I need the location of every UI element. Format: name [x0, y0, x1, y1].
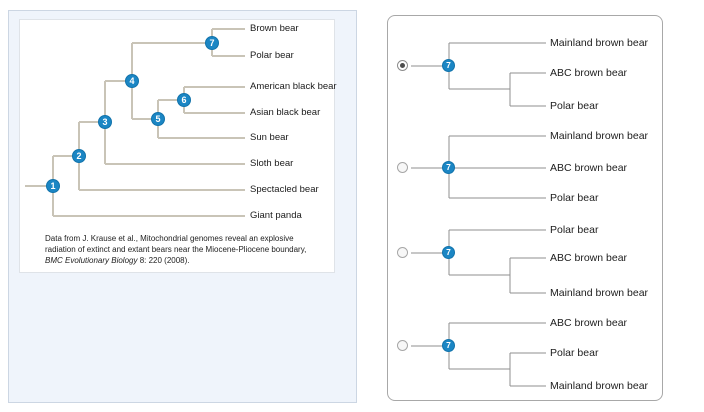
- option-1-leaf-1: Mainland brown bear: [550, 37, 649, 49]
- leaf-spectacled-bear: Spectacled bear: [250, 184, 319, 195]
- option-4-node-7-badge: 7: [442, 339, 455, 352]
- tree-node-1-badge: 1: [46, 179, 60, 193]
- tree-node-7-badge: 7: [205, 36, 219, 50]
- option-3-node-7-badge: 7: [442, 246, 455, 259]
- figure-citation: Data from J. Krause et al., Mitochondria…: [45, 233, 337, 266]
- option-4-leaf-3: Mainland brown bear: [550, 380, 649, 392]
- option-3-leaf-3: Mainland brown bear: [550, 287, 649, 299]
- citation-line-2: radiation of extinct and extant bears ne…: [45, 245, 307, 254]
- option-1-radio-dot: [400, 63, 405, 68]
- leaf-brown-bear: Brown bear: [250, 23, 299, 34]
- leaf-american-black-bear: American black bear: [250, 81, 337, 92]
- option-1-leaf-2: ABC brown bear: [550, 67, 628, 79]
- option-3-radio[interactable]: [397, 247, 408, 258]
- option-2-node-7-badge: 7: [442, 161, 455, 174]
- option-3-leaf-1: Polar bear: [550, 224, 599, 236]
- tree-node-6-badge: 6: [177, 93, 191, 107]
- option-4-radio[interactable]: [397, 340, 408, 351]
- citation-journal-name: BMC Evolutionary Biology: [45, 256, 138, 265]
- tree-node-3-badge: 3: [98, 115, 112, 129]
- citation-line-1: Data from J. Krause et al., Mitochondria…: [45, 234, 294, 243]
- option-2-leaf-2: ABC brown bear: [550, 162, 628, 174]
- tree-node-5-badge: 5: [151, 112, 165, 126]
- option-1-node-7-badge: 7: [442, 59, 455, 72]
- leaf-giant-panda: Giant panda: [250, 210, 302, 221]
- leaf-polar-bear: Polar bear: [250, 50, 294, 61]
- option-4-leaf-1: ABC brown bear: [550, 317, 628, 329]
- option-2-leaf-3: Polar bear: [550, 192, 599, 204]
- option-2-leaf-1: Mainland brown bear: [550, 130, 649, 142]
- tree-node-2-badge: 2: [72, 149, 86, 163]
- option-2-radio[interactable]: [397, 162, 408, 173]
- tree-node-4-badge: 4: [125, 74, 139, 88]
- option-3-leaf-2: ABC brown bear: [550, 252, 628, 264]
- leaf-sun-bear: Sun bear: [250, 132, 289, 143]
- leaf-asian-black-bear: Asian black bear: [250, 107, 321, 118]
- citation-line-3-end: 8: 220 (2008).: [137, 256, 190, 265]
- option-4-leaf-2: Polar bear: [550, 347, 599, 359]
- leaf-sloth-bear: Sloth bear: [250, 158, 294, 169]
- option-1-radio[interactable]: [397, 60, 408, 71]
- option-1-leaf-3: Polar bear: [550, 100, 599, 112]
